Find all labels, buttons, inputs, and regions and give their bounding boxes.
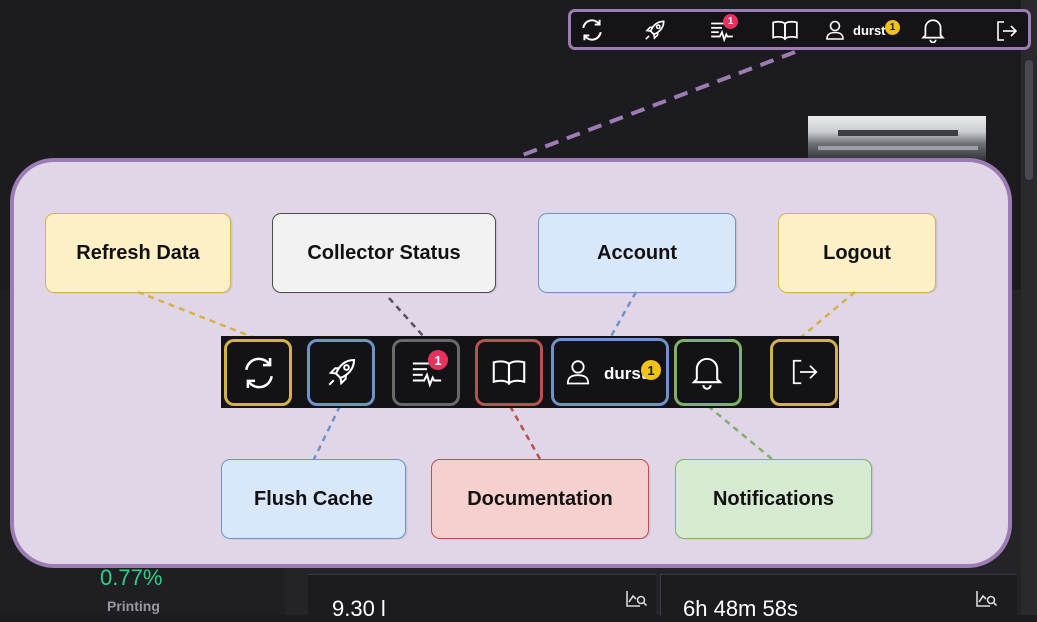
highlight-documentation: [475, 339, 543, 406]
metric-value-time: 6h 48m 58s: [683, 596, 798, 621]
collector-status-badge: 1: [723, 14, 738, 29]
toolbar-zoom-view: 1 durst 1: [221, 336, 839, 408]
highlight-collector-status: [392, 339, 460, 406]
highlight-account: [551, 338, 669, 406]
user-icon[interactable]: [825, 19, 845, 41]
bell-icon[interactable]: [921, 17, 945, 43]
user-name: durst: [604, 364, 647, 383]
metric-card-ink: [308, 574, 656, 616]
highlight-flush-cache: [307, 339, 375, 406]
highlight-refresh: [224, 339, 292, 406]
refresh-icon[interactable]: [579, 17, 605, 43]
collector-status-badge: 1: [428, 350, 448, 370]
utilization-percent: 0.77%: [100, 565, 163, 590]
chart-search-icon[interactable]: [976, 590, 998, 608]
printer-image: [808, 116, 986, 162]
callout-logout: Logout: [778, 213, 936, 293]
metric-card-time: [660, 574, 1017, 616]
book-icon[interactable]: [771, 18, 799, 42]
highlight-logout: [770, 339, 838, 406]
account-badge: 1: [885, 20, 900, 35]
account-badge: 1: [641, 360, 661, 380]
top-toolbar: 1 durst 1: [568, 9, 1031, 50]
user-name[interactable]: durst: [853, 23, 886, 38]
callout-refresh-data: Refresh Data: [45, 213, 231, 293]
callout-flush-cache: Flush Cache: [221, 459, 406, 539]
scrollbar-thumb[interactable]: [1025, 60, 1033, 180]
refresh-icon: [245, 357, 273, 389]
chart-search-icon[interactable]: [626, 590, 648, 608]
bell-icon: [691, 357, 723, 390]
callout-account: Account: [538, 213, 736, 293]
highlight-notifications: [674, 339, 742, 406]
collector-status-icon[interactable]: [709, 18, 735, 42]
book-icon: [492, 360, 526, 386]
collector-status-icon: [412, 362, 442, 388]
logout-icon: [792, 359, 818, 385]
callout-collector-status: Collector Status: [272, 213, 496, 293]
status-label: Printing: [107, 598, 160, 614]
callout-documentation: Documentation: [431, 459, 649, 539]
rocket-icon: [328, 358, 356, 386]
metric-value-ink: 9.30 l: [332, 596, 386, 621]
user-icon: [566, 360, 590, 385]
logout-icon[interactable]: [995, 20, 1019, 42]
rocket-icon[interactable]: [642, 17, 668, 43]
callout-notifications: Notifications: [675, 459, 872, 539]
